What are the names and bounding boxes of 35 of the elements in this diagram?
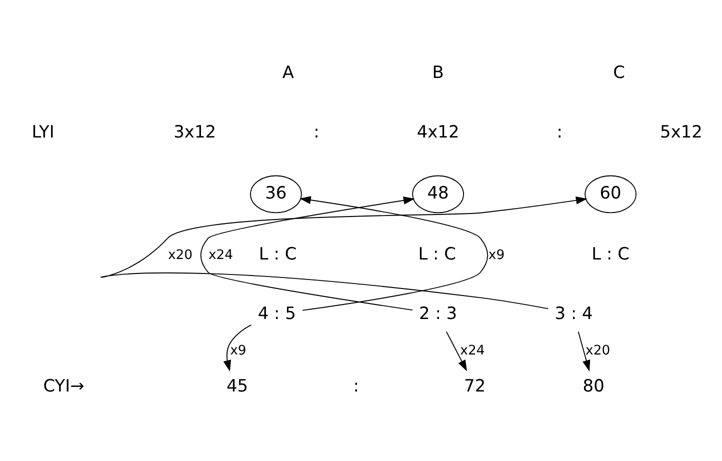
label: : [556, 121, 563, 142]
node-text: 45 [226, 375, 248, 396]
label: A [282, 62, 294, 82]
node-text: 72 [464, 375, 486, 396]
edge-label: x20 [586, 343, 610, 358]
edge-label: x24 [460, 343, 485, 358]
edge-label: x24 [208, 248, 234, 263]
label: L : C [592, 243, 630, 264]
edge-label: x20 [168, 248, 193, 263]
label: 3x12 [174, 121, 216, 142]
arrow [223, 324, 252, 372]
label: L : C [258, 243, 297, 264]
node-text: 80 [582, 375, 604, 396]
label: LYI [32, 121, 54, 142]
node-text: 2 : 3 [419, 302, 458, 323]
node-ellipse: 60 [584, 175, 636, 214]
edge-label: x9 [230, 343, 246, 358]
label: B [432, 62, 444, 82]
label: CYI→ [43, 375, 84, 396]
node-text: 4 : 5 [258, 302, 296, 323]
arrow [200, 196, 415, 310]
arrow [100, 196, 588, 310]
arrow [446, 331, 468, 372]
label: L : C [418, 243, 456, 264]
arrow [300, 196, 488, 311]
label: 5x12 [660, 121, 702, 142]
arrow [578, 331, 590, 372]
label: : [353, 375, 359, 396]
label: C [613, 62, 625, 82]
node-ellipse: 48 [412, 175, 464, 214]
label: : [314, 121, 320, 142]
edge-label: x9 [488, 248, 505, 263]
node-text: 3 : 4 [554, 302, 593, 323]
label: 4x12 [416, 121, 460, 142]
node-ellipse: 36 [250, 175, 302, 214]
